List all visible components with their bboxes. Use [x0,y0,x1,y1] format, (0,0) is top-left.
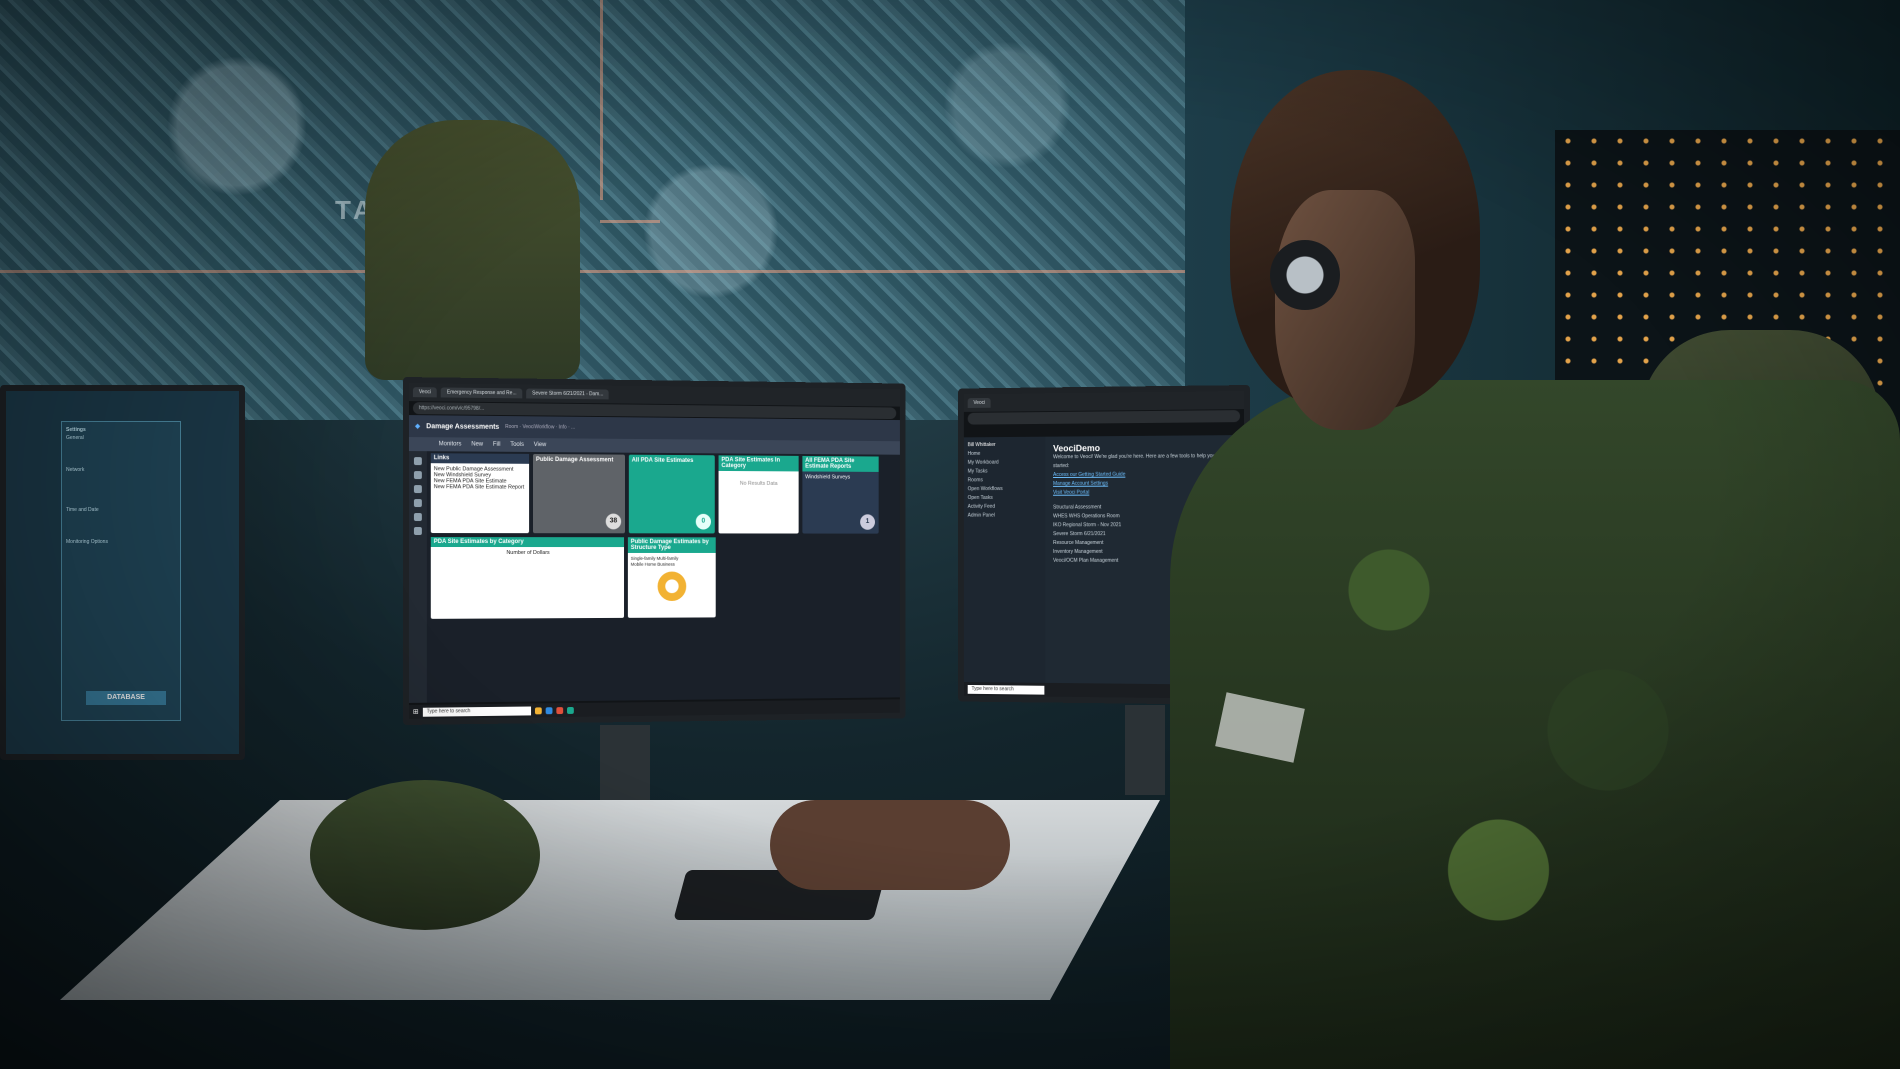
browser-tab[interactable]: Emergency Response and Re... [441,387,522,398]
site-estimates-card[interactable]: All PDA Site Estimates 0 [629,455,715,534]
browser-tab[interactable]: Severe Storm 6/21/2021 - Dam... [526,389,609,400]
sidebar-item[interactable]: Rooms [968,476,1042,485]
count-badge: 1 [860,514,875,529]
structure-type-card: Public Damage Estimates by Structure Typ… [628,537,716,618]
links-card: Links New Public Damage Assessment New W… [431,453,529,533]
foreground-person [1170,70,1900,1069]
database-button[interactable]: DATABASE [86,691,166,705]
pda-card[interactable]: Public Damage Assessment 38 [533,454,625,533]
toolbar-monitors[interactable]: Monitors [439,441,462,447]
app-icon[interactable] [556,707,563,714]
toolbar-tools[interactable]: Tools [510,442,524,448]
cap [310,780,540,930]
windows-icon[interactable]: ⊞ [413,708,419,716]
hands [770,800,1010,890]
main-monitor: Veoci Emergency Response and Re... Sever… [403,377,905,725]
page-title: Damage Assessments [426,423,499,431]
app-icon[interactable] [546,707,553,714]
sidebar-item[interactable]: Admin Panel [968,512,1042,521]
donut-chart [658,572,687,601]
browser-tab[interactable]: Veoci [413,387,437,397]
dashboard-grid: Links New Public Damage Assessment New W… [427,451,900,703]
count-badge: 38 [606,514,621,530]
taskbar-search[interactable]: Type here to search [968,684,1045,694]
toolbar-new[interactable]: New [471,442,483,448]
background-person [365,120,580,380]
count-badge: 0 [696,514,711,530]
sidebar-item[interactable]: My Tasks [968,467,1042,476]
toolbar-fill[interactable]: Fill [493,442,501,448]
headset-icon [1270,240,1340,310]
breadcrumb: Room · VeociWorkflow · Info · ... [505,424,575,431]
sidebar-item[interactable]: Open Workflows [968,485,1042,494]
taskbar: ⊞ Type here to search [409,699,900,719]
settings-panel: Settings General Network Time and Date M… [61,421,181,721]
app-icon[interactable] [567,706,574,713]
app-icon[interactable] [535,707,542,714]
sidebar-item[interactable]: Open Tasks [968,494,1042,503]
category-chart-card: PDA Site Estimates by Category Number of… [431,537,624,619]
reports-card[interactable]: All FEMA PDA Site Estimate Reports Winds… [802,456,878,534]
veoci-logo-icon: ◆ [415,422,420,430]
link-item[interactable]: New FEMA PDA Site Estimate Report [434,484,526,490]
left-nav [409,451,427,703]
left-monitor: Settings General Network Time and Date M… [0,385,245,760]
toolbar-view[interactable]: View [534,442,547,448]
category-card[interactable]: PDA Site Estimates In Category No Result… [719,455,799,533]
sidebar-item[interactable]: My Workboard [968,458,1042,467]
wall-display [0,0,1185,420]
taskbar-search[interactable]: Type here to search [423,706,531,716]
sidebar: Bill Whittaker Home My Workboard My Task… [964,437,1045,683]
sidebar-item[interactable]: Activity Feed [968,503,1042,512]
